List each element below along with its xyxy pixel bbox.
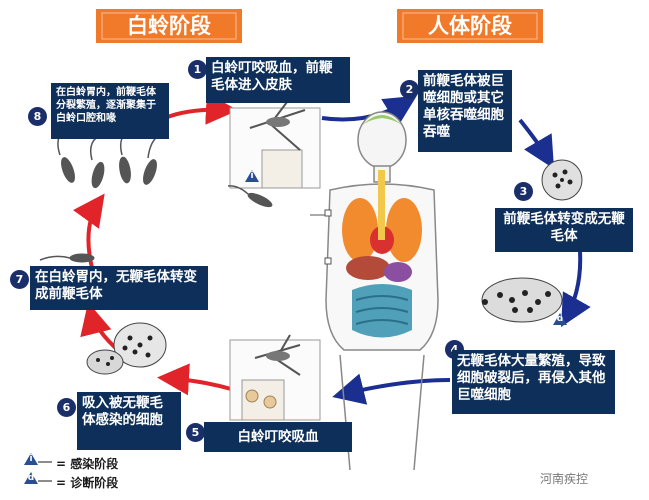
arrow-8-to-1 bbox=[164, 92, 238, 125]
promastigote-infective bbox=[227, 185, 273, 208]
legend-infective-label: = 感染阶段 bbox=[56, 457, 119, 471]
arrow-2-to-3 bbox=[518, 118, 555, 169]
step-4-text: 无鞭毛体大量繁殖，导致细胞破裂后，再侵入其他巨噬细胞 bbox=[452, 350, 615, 414]
sandfly-header-ribbon bbox=[96, 9, 242, 43]
sandfly-bite-illustration-bottom bbox=[229, 334, 321, 421]
step-5-text: 白蛉叮咬吸血 bbox=[204, 422, 352, 452]
sandfly-bite-illustration-top bbox=[229, 97, 321, 189]
step-3-number: 3 bbox=[514, 182, 533, 201]
step-3-text: 前鞭毛体转变成无鞭毛体 bbox=[495, 208, 633, 252]
step-2-number: 2 bbox=[400, 80, 419, 99]
arrow-3-to-4 bbox=[561, 251, 591, 327]
step-1-number: 1 bbox=[188, 60, 207, 79]
step-8-text: 在白蛉胃内，前鞭毛体分裂繁殖，逐渐聚集于白蛉口腔和喙 bbox=[51, 83, 169, 139]
arrow-5-to-6 bbox=[157, 363, 236, 396]
step-6-text: 吸入被无鞭毛体感染的细胞 bbox=[77, 392, 181, 450]
infected-cells-ingested bbox=[86, 322, 167, 375]
ruptured-macrophage bbox=[481, 277, 563, 323]
macrophage-cell bbox=[541, 159, 583, 201]
legend-diagnostic-label: = 诊断阶段 bbox=[56, 476, 119, 490]
human-body-illustration bbox=[310, 111, 439, 471]
human-stage-title: 人体阶段 bbox=[428, 14, 512, 38]
step-2-text: 前鞭毛体被巨噬细胞或其它单核吞噬细胞吞噬 bbox=[418, 70, 512, 152]
arrow-4-to-5 bbox=[332, 373, 451, 405]
step-6-number: 6 bbox=[57, 398, 76, 417]
step-7-number: 7 bbox=[10, 270, 29, 289]
sandfly-stage-title: 白蛉阶段 bbox=[127, 14, 211, 38]
watermark-text: 河南疾控 bbox=[540, 472, 589, 486]
promastigote-single bbox=[39, 253, 95, 263]
human-header-ribbon bbox=[397, 9, 543, 43]
step-7-text: 在白蛉胃内，无鞭毛体转变成前鞭毛体 bbox=[30, 266, 208, 310]
step-5-number: 5 bbox=[186, 423, 205, 442]
promastigote-cluster bbox=[57, 131, 159, 189]
step-1-text: 白蛉叮咬吸血，前鞭毛体进入皮肤 bbox=[206, 57, 350, 103]
step-8-number: 8 bbox=[28, 107, 47, 126]
